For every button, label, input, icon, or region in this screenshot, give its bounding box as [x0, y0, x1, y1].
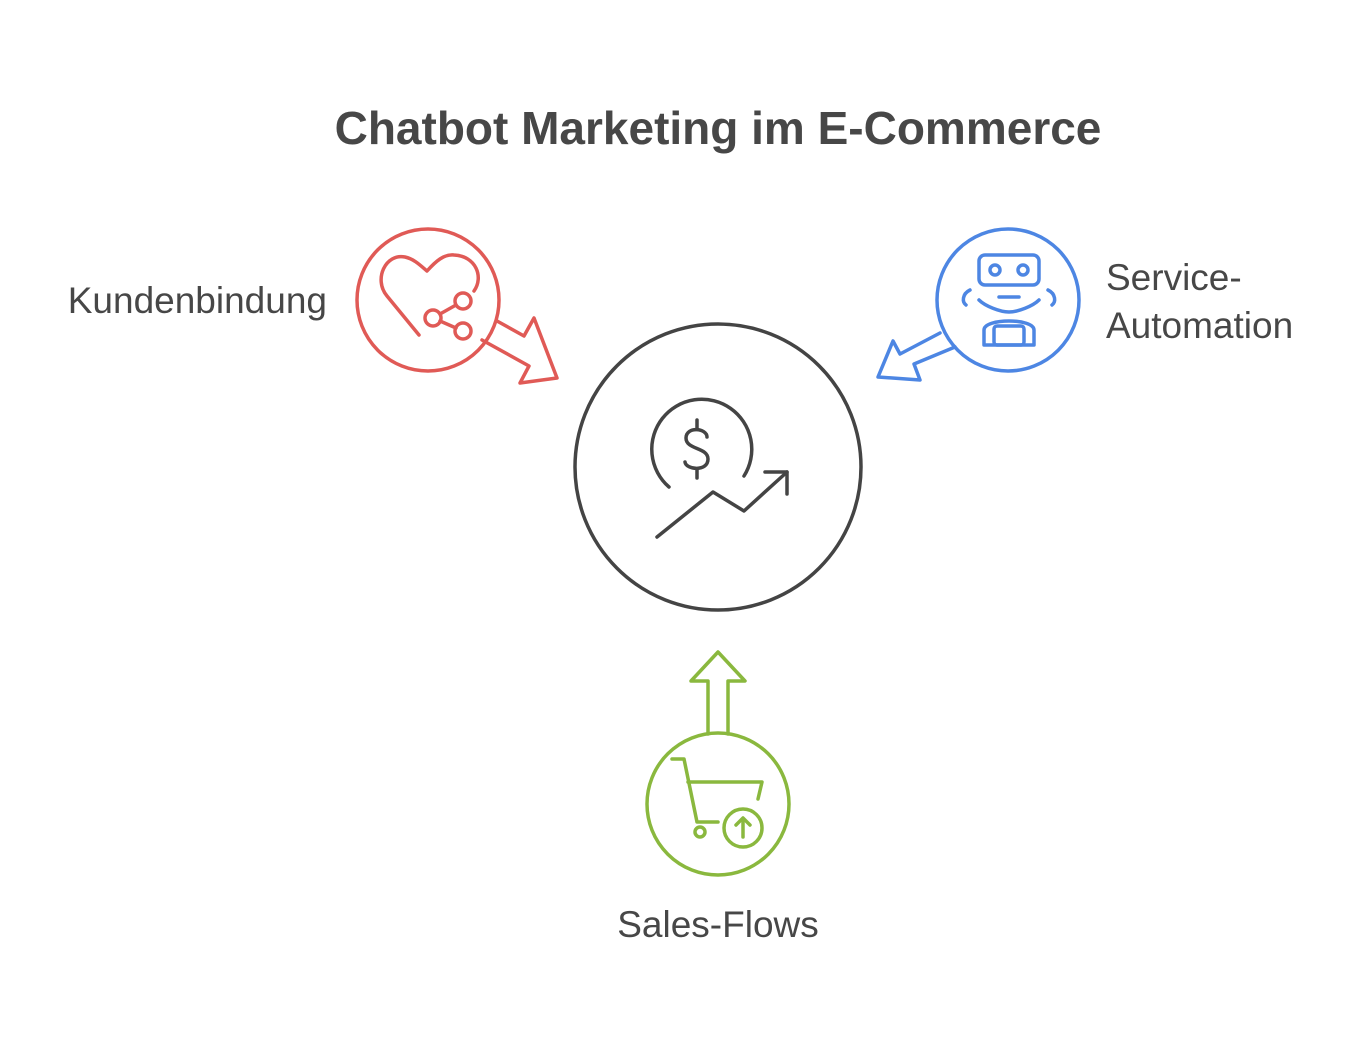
node-kundenbindung: Kundenbindung — [68, 227, 559, 385]
label-service-line1: Service- — [1106, 257, 1242, 298]
circle-kundenbindung — [355, 227, 501, 373]
arrow-kundenbindung — [480, 316, 559, 385]
node-service-automation: Service- Automation — [876, 227, 1293, 382]
circle-sales-flows — [645, 731, 791, 877]
page-title: Chatbot Marketing im E-Commerce — [335, 102, 1102, 154]
label-service-line2: Automation — [1106, 305, 1293, 346]
node-sales-flows: Sales-Flows — [617, 650, 819, 945]
shopping-cart-upload-icon — [670, 757, 764, 849]
circle-service-automation — [935, 227, 1081, 373]
label-kundenbindung: Kundenbindung — [68, 280, 327, 321]
arrow-service-automation — [876, 331, 957, 382]
center-circle — [573, 322, 863, 612]
robot-icon — [961, 253, 1057, 347]
dollar-growth-icon — [650, 397, 789, 539]
heart-share-icon — [379, 253, 480, 341]
center-node — [573, 322, 863, 612]
arrow-sales-flows — [689, 650, 747, 736]
label-sales-flows: Sales-Flows — [617, 904, 819, 945]
